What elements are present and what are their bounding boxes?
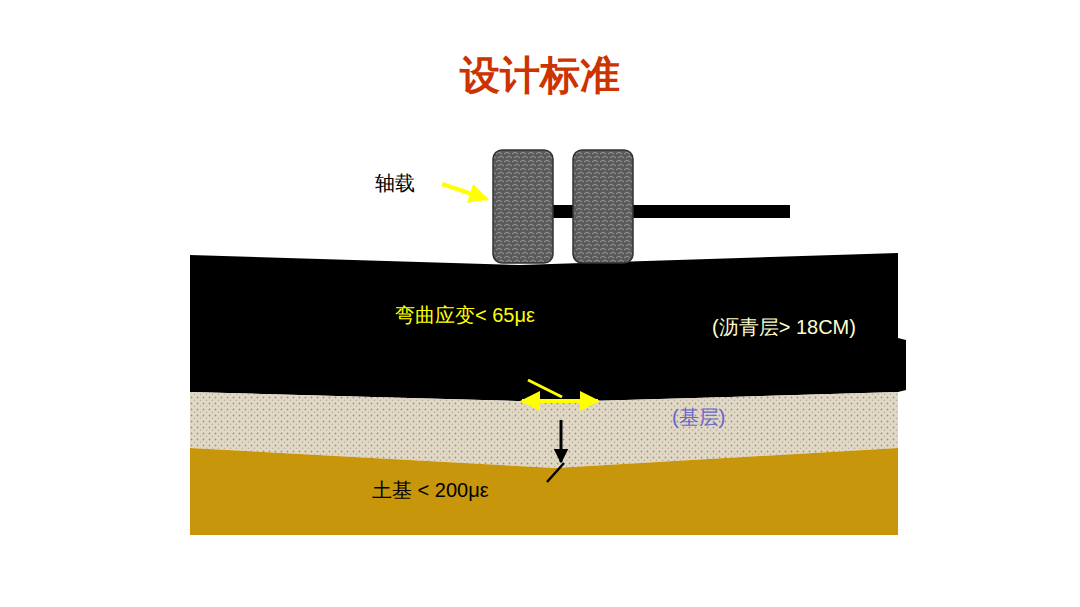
strain-limit: 弯曲应变< 65με (395, 303, 535, 327)
layer-shape (190, 446, 898, 536)
pavement-layer: 弯曲应变< 65με (沥青层> 18CM) (190, 250, 906, 408)
strain-arrow (522, 399, 598, 403)
leader-line (528, 380, 562, 397)
part-label: 轴载 (375, 171, 415, 195)
layer-thickness: (沥青层> 18CM) (712, 315, 856, 339)
leader-line (547, 463, 564, 482)
wheel (493, 150, 553, 263)
strain-limit: 土基 < 200με (372, 478, 489, 502)
strain-arrow (560, 420, 563, 462)
layer-fill (190, 253, 906, 402)
layer-fill (190, 448, 898, 535)
title: 设计标准 (0, 48, 1080, 103)
wheel (573, 150, 633, 263)
leader-arrow (442, 184, 487, 199)
layer-name: (基层) (672, 405, 725, 429)
pavement-layer: 土基 < 200με (190, 446, 898, 536)
